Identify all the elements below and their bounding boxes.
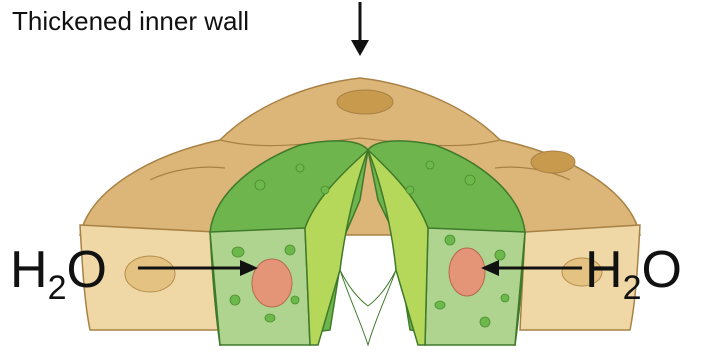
epidermal-nucleus: [125, 256, 175, 292]
epidermal-nucleus: [337, 90, 393, 114]
guard-cell-nucleus-left: [252, 259, 292, 307]
formula-prefix: H: [585, 241, 623, 299]
water-label-left: H2O: [10, 244, 107, 296]
formula-suffix: O: [66, 241, 106, 299]
epidermal-nucleus: [531, 151, 575, 173]
formula-prefix: H: [10, 241, 48, 299]
thickened-inner-wall-label: Thickened inner wall: [12, 6, 249, 37]
formula-suffix: O: [641, 241, 681, 299]
formula-subscript: 2: [623, 269, 642, 307]
water-label-right: H2O: [585, 244, 682, 296]
guard-cell-nucleus-right: [449, 248, 485, 296]
arrow-down-icon: [351, 2, 369, 56]
stomatal-pore: [340, 270, 396, 345]
formula-subscript: 2: [48, 269, 67, 307]
